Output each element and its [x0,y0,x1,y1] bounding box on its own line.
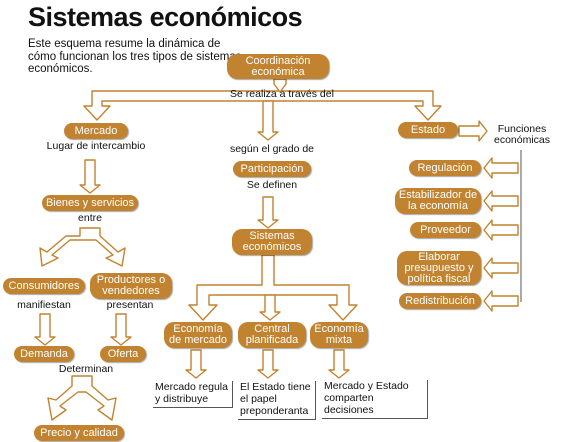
node-estabilizador: Estabilizador de la economía [395,188,481,214]
arrow-to-sistemas [257,196,279,229]
arrow-to-oferta [110,313,132,346]
arrow-coord-stem [273,78,287,93]
node-sistemas: Sistemas económicos [232,229,312,255]
node-estado: Estado [398,122,458,138]
arrow-to-funciones [458,120,488,142]
arrow-to-bienes [79,159,101,194]
arrow-to-demanda [34,313,56,346]
node-regulacion: Regulación [409,160,481,176]
label-manifiestan: manifiestan [17,299,71,311]
label-segun: según el grado de [229,143,315,155]
node-participacion: Participación [233,161,311,177]
node-mercado: Mercado [64,123,128,139]
arrow-branch-sistemas [188,254,358,321]
node-central: Central planificada [238,322,306,348]
node-mixta: Economía mixta [310,322,368,348]
label-presentan: presentan [106,299,154,311]
arrow-to-desc-mercado [185,349,207,379]
arrow-to-central [259,294,281,321]
label-lugar: Lugar de intercambio [46,140,146,152]
arrow-to-function-4 [483,290,519,312]
arrow-to-function-0 [483,157,519,179]
desc-estado-papel: El Estado tiene el papel preponderanta [238,381,316,420]
label-se-definen: Se definen [246,179,298,191]
label-funciones: Funciones económicas [493,123,551,146]
node-demanda: Demanda [14,346,74,362]
arrow-to-function-3 [483,257,519,279]
arrow-to-function-2 [483,219,519,241]
arrow-to-participacion [257,100,279,141]
label-entre: entre [78,212,102,224]
node-bienes: Bienes y servicios [42,195,138,211]
label-determinan: Determinan [58,363,114,375]
node-economia-mercado: Economía de mercado [164,322,232,348]
node-precio: Precio y calidad [34,425,124,441]
desc-mercado-estado: Mercado y Estado comparten decisiones [322,380,428,419]
arrow-split-precio [47,375,117,421]
arrow-to-desc-estado [257,349,279,379]
arrow-split-bienes [39,227,126,267]
arrow-to-desc-mixta [328,349,350,379]
node-elaborar: Elaborar presupuesto y política fiscal [397,251,481,285]
page-title: Sistemas económicos [28,2,303,32]
intro-text: Este esquema resume la dinámica de cómo … [28,38,242,75]
label-se-realiza: Se realiza a través del [230,88,334,100]
node-productores: Productores o vendedores [90,273,172,299]
node-redistribucion: Redistribución [399,293,481,309]
arrow-branch-main [83,90,442,121]
node-coordinacion: Coordinación económica [227,54,329,79]
node-consumidores: Consumidores [3,278,85,294]
node-oferta: Oferta [100,346,146,362]
arrow-to-function-1 [483,190,519,212]
desc-mercado-regula: Mercado regula y distribuye [153,381,233,408]
node-proveedor: Proveedor [410,222,481,238]
